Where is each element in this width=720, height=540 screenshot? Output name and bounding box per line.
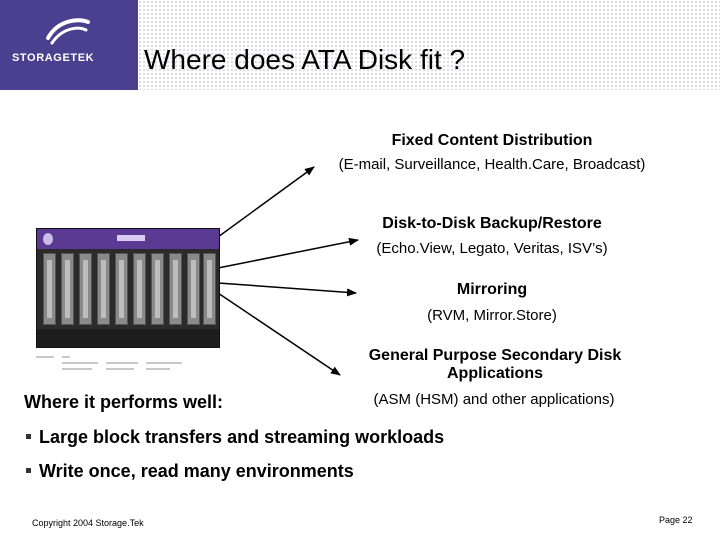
target-detail-general-purpose: (ASM (HSM) and other applications) bbox=[373, 391, 615, 408]
drive-bay bbox=[43, 253, 56, 325]
drive-bay bbox=[151, 253, 164, 325]
drive-bay bbox=[133, 253, 146, 325]
storagetek-logo: STORAGETEK bbox=[0, 0, 138, 90]
bullet-text: Write once, read many environments bbox=[39, 461, 354, 481]
performs-well-heading: Where it performs well: bbox=[24, 392, 224, 412]
drive-bay bbox=[79, 253, 92, 325]
target-heading-general-purpose: General Purpose Secondary Disk Applicati… bbox=[340, 347, 650, 383]
target-heading-fixed-content: Fixed Content Distribution bbox=[391, 132, 593, 149]
device-brand-mark bbox=[117, 235, 145, 241]
bullet-square-icon bbox=[26, 433, 31, 439]
drive-bay bbox=[61, 253, 74, 325]
bullet-square-icon bbox=[26, 467, 31, 473]
copyright-text: Copyright 2004 Storage.Tek bbox=[32, 518, 144, 528]
drive-bay bbox=[203, 253, 216, 325]
device-caption-placeholder bbox=[36, 352, 218, 374]
bullet-item: Large block transfers and streaming work… bbox=[26, 427, 444, 448]
slide-header: STORAGETEK Where does ATA Disk fit ? bbox=[0, 0, 720, 90]
page-number: Page 22 bbox=[659, 515, 693, 525]
target-detail-mirroring: (RVM, Mirror.Store) bbox=[427, 307, 557, 324]
target-heading-mirroring: Mirroring bbox=[456, 281, 528, 298]
drive-bay bbox=[187, 253, 200, 325]
drive-bay bbox=[169, 253, 182, 325]
target-heading-general-purpose-line2: Applications bbox=[446, 365, 543, 382]
bullet-item: Write once, read many environments bbox=[26, 461, 354, 482]
storage-array-icon bbox=[36, 228, 220, 348]
logo-swoosh-icon bbox=[46, 18, 90, 45]
slide-title: Where does ATA Disk fit ? bbox=[144, 44, 466, 75]
target-heading-disk-to-disk: Disk-to-Disk Backup/Restore bbox=[382, 215, 602, 232]
logo-text: STORAGETEK bbox=[12, 52, 95, 64]
arrow-general-purpose bbox=[217, 292, 341, 376]
drive-bay bbox=[97, 253, 110, 325]
target-heading-general-purpose-line1: General Purpose Secondary Disk bbox=[368, 347, 622, 364]
target-detail-fixed-content: (E-mail, Surveillance, Health.Care, Broa… bbox=[338, 156, 646, 173]
device-top-bezel bbox=[37, 229, 219, 249]
arrow-mirroring bbox=[217, 282, 357, 297]
arrow-fixed-content bbox=[206, 166, 315, 246]
device-base bbox=[37, 329, 219, 347]
drive-bay bbox=[115, 253, 128, 325]
bullet-text: Large block transfers and streaming work… bbox=[39, 427, 445, 447]
header-pattern bbox=[138, 0, 720, 90]
device-logo-icon bbox=[43, 233, 53, 245]
target-detail-disk-to-disk: (Echo.View, Legato, Veritas, ISV’s) bbox=[376, 240, 608, 257]
